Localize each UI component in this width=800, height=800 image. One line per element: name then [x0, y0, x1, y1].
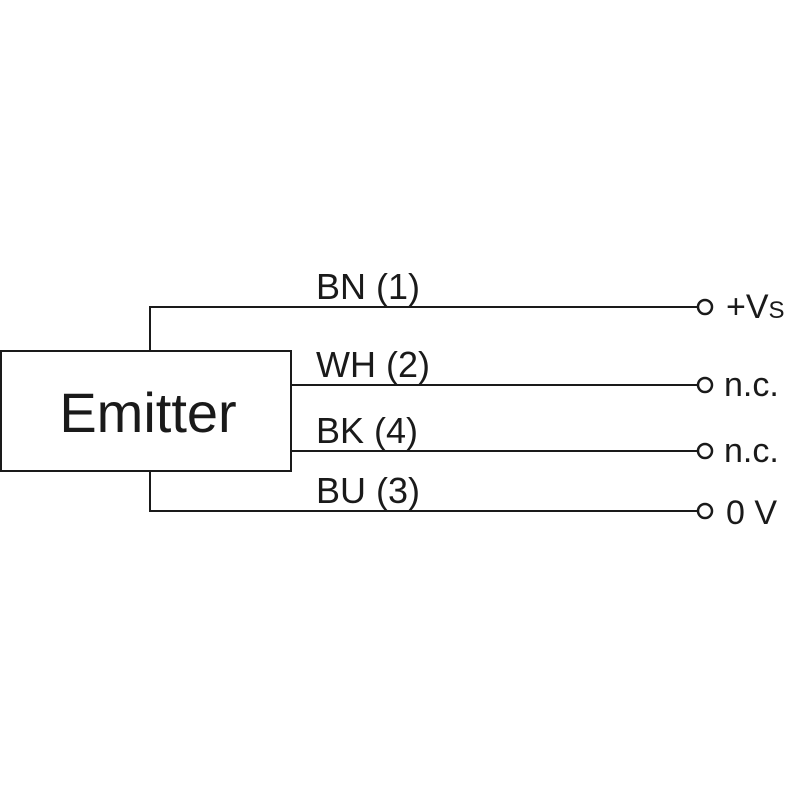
wire-label-bu: BU (3) — [316, 470, 420, 511]
wire-bu — [149, 471, 697, 512]
emitter-box — [0, 350, 292, 472]
terminal-label-0v: 0 V — [726, 494, 777, 532]
terminal-label-vs: +VS — [726, 288, 785, 326]
terminal-nc-1 — [696, 376, 714, 394]
terminal-vs — [696, 298, 714, 316]
terminal-label-nc-2: n.c. — [724, 432, 779, 470]
wire-label-wh: WH (2) — [316, 344, 430, 385]
wire-label-bk: BK (4) — [316, 410, 418, 451]
wire-bn — [149, 306, 697, 351]
terminal-label-nc-1: n.c. — [724, 366, 779, 404]
wire-label-bn: BN (1) — [316, 266, 420, 307]
terminal-0v — [696, 502, 714, 520]
terminal-nc-2 — [696, 442, 714, 460]
emitter-label: Emitter — [59, 381, 236, 444]
